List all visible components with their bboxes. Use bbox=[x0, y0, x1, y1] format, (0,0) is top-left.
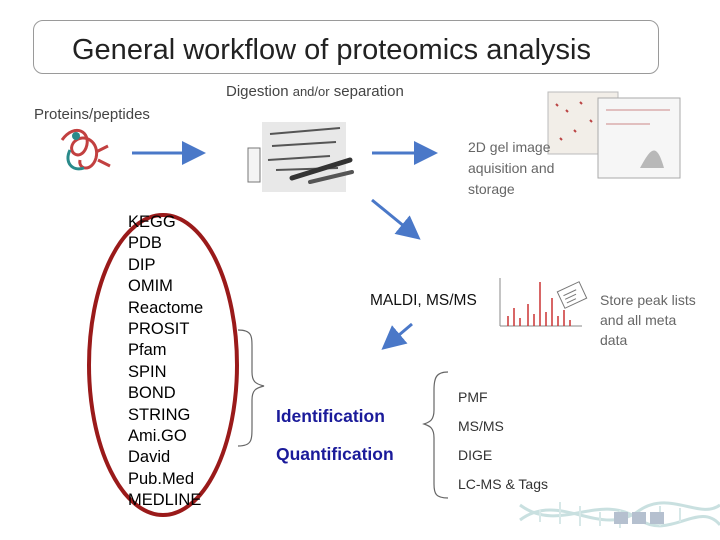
dna-helix-decoration bbox=[519, 501, 720, 528]
digestion-connector: and/or bbox=[292, 84, 330, 99]
maldi-label: MALDI, MS/MS bbox=[370, 292, 477, 309]
method-lcms-tags: LC-MS & Tags bbox=[458, 476, 548, 492]
database-item: Ami.GO bbox=[128, 427, 187, 446]
database-item: PROSIT bbox=[128, 320, 190, 339]
database-oval bbox=[87, 213, 239, 517]
database-item: David bbox=[128, 448, 171, 467]
database-item: KEGG bbox=[128, 213, 176, 231]
mass-spectrum-image bbox=[499, 278, 582, 327]
gel-electrophoresis-image bbox=[247, 122, 354, 192]
database-item: MEDLINE bbox=[128, 491, 202, 510]
store-peaks-label: Store peak lists and all meta data bbox=[600, 292, 696, 348]
digestion-label: Digestion and/or separation bbox=[226, 83, 404, 100]
arrow-to-maldi bbox=[371, 198, 421, 240]
database-item: Pfam bbox=[128, 341, 167, 360]
proteins-label: Proteins/peptides bbox=[34, 106, 150, 123]
protein-structure-image bbox=[60, 128, 111, 171]
title-frame bbox=[33, 20, 659, 74]
database-item: STRING bbox=[128, 405, 191, 424]
right-brace bbox=[422, 371, 449, 499]
database-item: Reactome bbox=[128, 298, 204, 317]
left-brace bbox=[237, 329, 265, 447]
database-item: BOND bbox=[128, 384, 176, 403]
quantification-label: Quantification bbox=[276, 444, 394, 464]
gel-acquisition-label: 2D gel image aquisition and storage bbox=[468, 139, 555, 197]
database-item: PDB bbox=[128, 234, 162, 253]
page-title: General workflow of proteomics analysis bbox=[72, 34, 591, 66]
data-storage-icon bbox=[556, 281, 588, 309]
database-item: DIP bbox=[128, 255, 156, 274]
database-list: KEGG PDB DIP OMIM Reactome PROSIT Pfam S… bbox=[128, 212, 203, 512]
method-dige: DIGE bbox=[458, 447, 493, 463]
database-item: OMIM bbox=[128, 277, 173, 296]
arrow-to-analysis bbox=[381, 322, 413, 350]
database-item: Pub.Med bbox=[128, 469, 195, 488]
method-msms: MS/MS bbox=[458, 418, 504, 434]
database-item: SPIN bbox=[128, 362, 167, 381]
gel-image-screenshots bbox=[547, 91, 681, 179]
method-pmf: PMF bbox=[458, 389, 488, 405]
identification-label: Identification bbox=[276, 406, 385, 426]
digestion-text: Digestion bbox=[226, 83, 289, 100]
separation-text: separation bbox=[333, 83, 404, 100]
